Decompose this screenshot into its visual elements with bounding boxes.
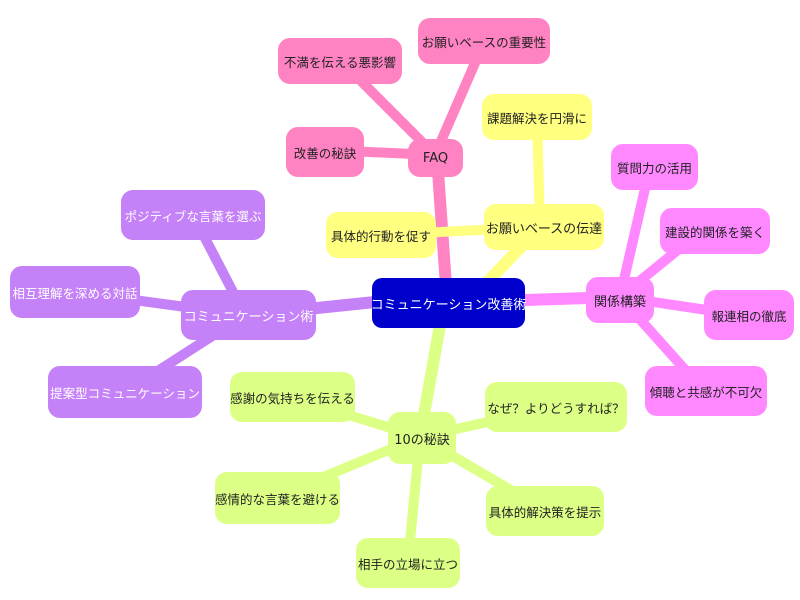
comm-item-dialogue[interactable]: 相互理解を深める対話 — [10, 266, 140, 318]
relation-item-build[interactable]: 建設的関係を築く — [660, 208, 770, 254]
relation-item-listen[interactable]: 傾聴と共感が不可欠 — [645, 366, 767, 416]
relation-item-question[interactable]: 質問力の活用 — [611, 144, 698, 190]
faq-item-bad-effect[interactable]: 不満を伝える悪影響 — [278, 38, 402, 84]
branch-communication[interactable]: コミュニケーション術 — [181, 290, 316, 340]
root-node[interactable]: コミュニケーション改善術 — [371, 278, 526, 328]
faq-item-secret[interactable]: 改善の秘訣 — [286, 127, 364, 177]
branch-relation[interactable]: 関係構築 — [586, 277, 654, 323]
secrets-item-why[interactable]: なぜ？よりどうすれば？ — [485, 382, 627, 432]
secrets-item-perspective[interactable]: 相手の立場に立つ — [356, 538, 460, 588]
branch-faq[interactable]: FAQ — [408, 139, 463, 177]
branch-request[interactable]: お願いベースの伝達 — [484, 204, 604, 250]
relation-item-report[interactable]: 報連相の徹底 — [704, 290, 794, 340]
comm-item-proposal[interactable]: 提案型コミュニケーション — [48, 366, 202, 418]
secrets-item-solution[interactable]: 具体的解決策を提示 — [486, 486, 604, 536]
secrets-item-thanks[interactable]: 感謝の気持ちを伝える — [230, 372, 355, 422]
secrets-item-avoid[interactable]: 感情的な言葉を避ける — [215, 472, 340, 524]
request-item-action[interactable]: 具体的行動を促す — [326, 212, 436, 258]
request-item-smooth[interactable]: 課題解決を円滑に — [482, 94, 592, 140]
branch-ten-secrets[interactable]: 10の秘訣 — [388, 412, 456, 464]
comm-item-positive[interactable]: ポジティブな言葉を選ぶ — [121, 190, 265, 240]
faq-item-importance[interactable]: お願いベースの重要性 — [418, 18, 550, 64]
